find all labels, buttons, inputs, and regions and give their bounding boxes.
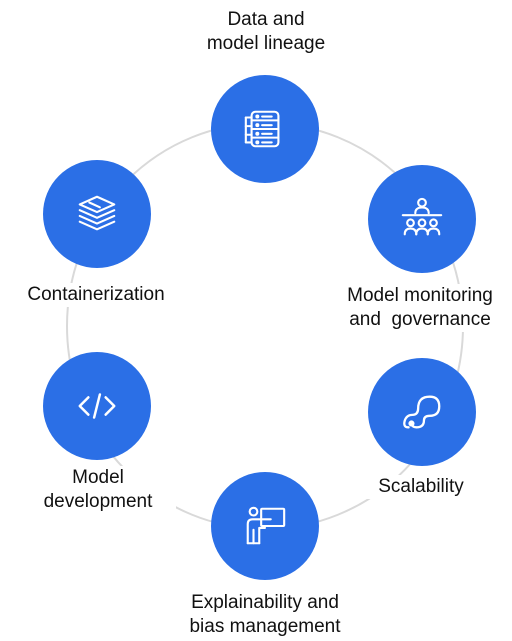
- label-explainability-line2: bias management: [189, 616, 341, 637]
- infinity-loop-icon: [403, 395, 441, 429]
- node-containerization: [43, 160, 151, 268]
- teacher-board-icon: [246, 506, 286, 545]
- presenter-audience-icon: [401, 197, 443, 236]
- label-model-monitoring-line2: and governance: [349, 309, 491, 330]
- node-model-development: [43, 352, 151, 460]
- node-scalability: [368, 358, 476, 466]
- node-model-monitoring: [368, 165, 476, 273]
- label-containerization: Containerization: [4, 283, 188, 307]
- label-model-development-line2: development: [43, 491, 153, 512]
- label-model-monitoring: Model monitoring and governance: [326, 284, 512, 332]
- label-model-development: Model development: [20, 466, 176, 514]
- code-brackets-icon: [78, 393, 116, 419]
- label-scalability-line1: Scalability: [378, 476, 464, 497]
- node-data-lineage: [211, 75, 319, 183]
- database-server-icon: [244, 110, 280, 148]
- layers-stack-icon: [78, 195, 116, 231]
- label-containerization-line1: Containerization: [27, 284, 165, 305]
- label-data-lineage-line2: model lineage: [206, 33, 326, 54]
- label-model-monitoring-line1: Model monitoring: [347, 285, 493, 306]
- label-explainability-line1: Explainability and: [191, 592, 339, 613]
- label-explainability: Explainability and bias management: [162, 591, 368, 639]
- label-scalability: Scalability: [362, 475, 480, 499]
- label-data-lineage-line1: Data and: [227, 9, 305, 30]
- node-explainability: [211, 472, 319, 580]
- label-model-development-line1: Model: [72, 467, 124, 488]
- label-data-lineage: Data and model lineage: [180, 8, 352, 56]
